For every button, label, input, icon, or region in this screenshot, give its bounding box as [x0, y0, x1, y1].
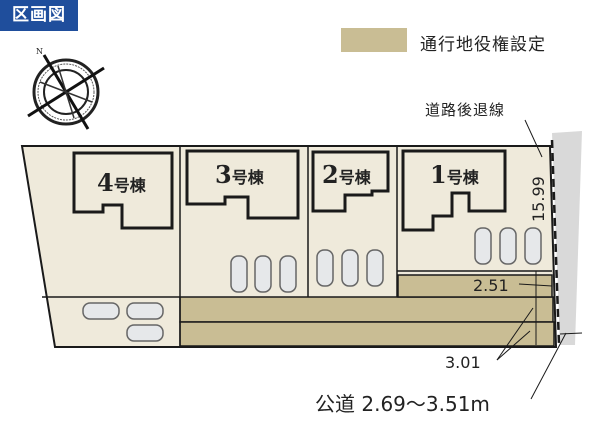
- public-road: [552, 131, 582, 345]
- building-2-footprint: [311, 150, 390, 213]
- legend-swatch-easement: [341, 28, 407, 52]
- car-icon: [254, 255, 272, 293]
- legend-label: 通行地役権設定: [420, 35, 546, 55]
- car-icon: [524, 227, 542, 265]
- building-4-footprint: [72, 151, 174, 230]
- page-title: 区画図: [0, 0, 78, 31]
- car-icon: [126, 324, 164, 342]
- public-road-label: 公道 2.69〜3.51m: [315, 392, 490, 416]
- width-dimension-b: 3.01: [445, 353, 481, 372]
- svg-text:N: N: [36, 47, 43, 56]
- building-4-label: 4号棟: [97, 168, 146, 197]
- car-icon: [316, 249, 334, 287]
- width-dimension-a: 2.51: [473, 276, 509, 295]
- car-icon: [82, 302, 120, 320]
- car-icon: [341, 249, 359, 287]
- car-icon: [230, 255, 248, 293]
- setback-line-label: 道路後退線: [425, 101, 506, 119]
- building-3-footprint: [185, 149, 300, 220]
- car-icon: [279, 255, 297, 293]
- easement-strip: [179, 296, 554, 323]
- car-icon: [474, 227, 492, 265]
- car-icon: [126, 302, 164, 320]
- building-3-label: 3号棟: [215, 160, 264, 189]
- car-icon: [366, 249, 384, 287]
- building-1-footprint: [401, 149, 507, 232]
- depth-dimension: 15.99: [529, 176, 548, 222]
- building-1-label: 1号棟: [430, 160, 479, 189]
- easement-strip: [179, 321, 555, 347]
- compass-icon: N: [27, 47, 105, 130]
- car-icon: [499, 227, 517, 265]
- building-2-label: 2号棟: [322, 160, 371, 189]
